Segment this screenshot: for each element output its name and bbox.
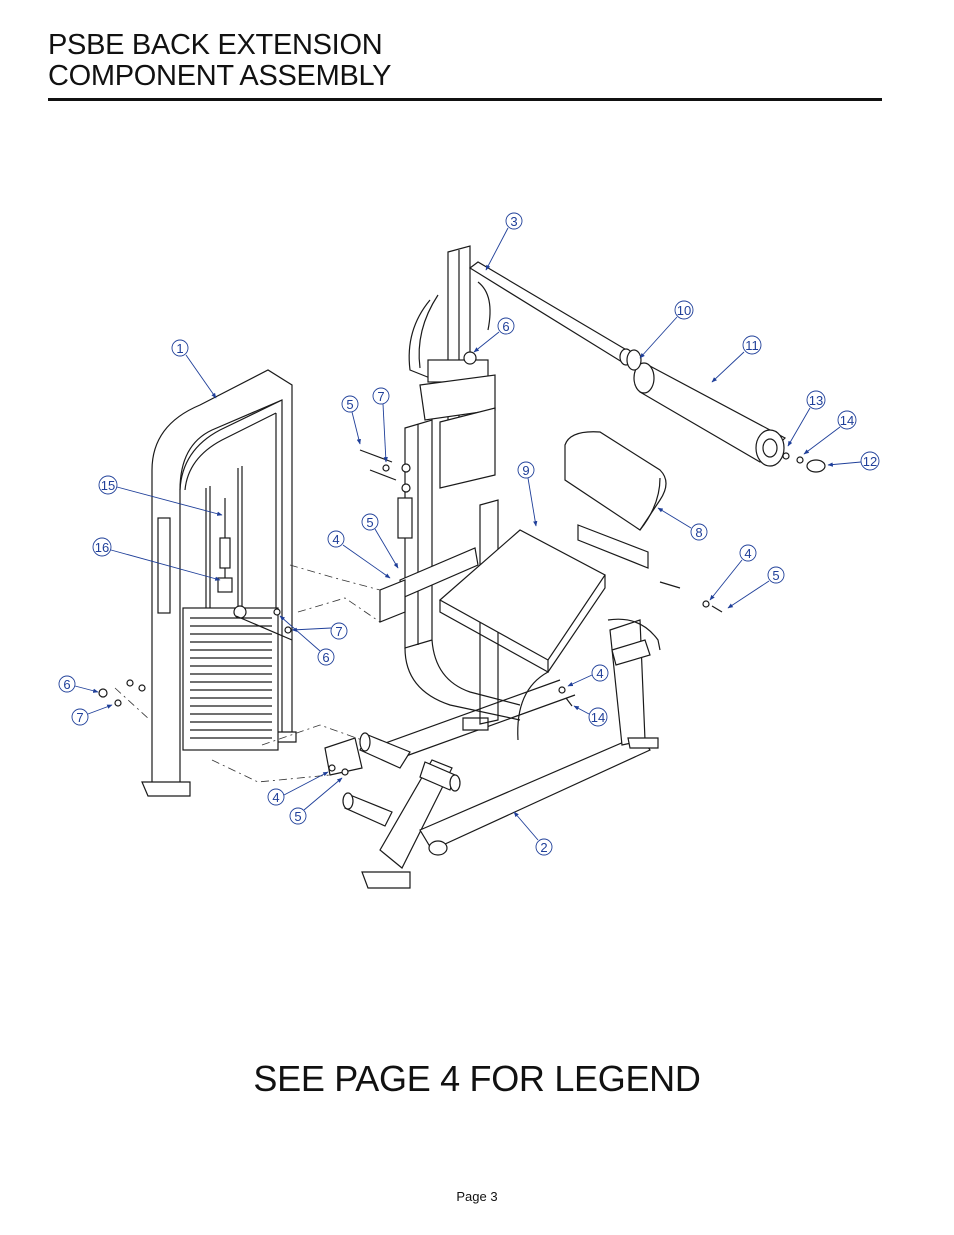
- callout-4c: 4: [567, 664, 609, 687]
- foot-rollers: [324, 732, 461, 827]
- callout-7c: 7: [71, 704, 113, 726]
- rear-bar: [611, 639, 651, 666]
- page-title: PSBE BACK EXTENSION COMPONENT ASSEMBLY: [48, 29, 392, 92]
- svg-text:15: 15: [101, 478, 115, 493]
- cover-plate: [439, 407, 496, 489]
- back-pad: [564, 431, 667, 569]
- callout-10: 10: [639, 300, 694, 359]
- svg-text:4: 4: [272, 790, 279, 805]
- svg-text:8: 8: [695, 525, 702, 540]
- callout-14b: 14: [573, 705, 608, 727]
- svg-text:14: 14: [840, 413, 854, 428]
- svg-text:12: 12: [863, 454, 877, 469]
- svg-text:5: 5: [346, 397, 353, 412]
- assembly-dash-lines: [114, 564, 381, 783]
- svg-text:3: 3: [510, 214, 517, 229]
- callout-15: 15: [98, 475, 223, 516]
- svg-text:14: 14: [591, 710, 605, 725]
- callout-2: 2: [513, 811, 553, 856]
- svg-text:5: 5: [294, 809, 301, 824]
- svg-text:13: 13: [809, 393, 823, 408]
- callout-5d: 5: [289, 777, 343, 825]
- callout-9: 9: [517, 461, 538, 527]
- svg-text:6: 6: [502, 319, 509, 334]
- callout-13: 13: [787, 390, 826, 447]
- callout-16: 16: [92, 537, 221, 581]
- legend-note: SEE PAGE 4 FOR LEGEND: [253, 1058, 701, 1099]
- callout-7a: 7: [372, 387, 390, 463]
- callout-5b: 5: [361, 513, 399, 569]
- callout-4a: 4: [327, 530, 391, 579]
- roller-pad: [626, 349, 826, 473]
- hardware: [98, 449, 723, 776]
- callout-6c: 6: [58, 675, 99, 693]
- callout-14a: 14: [803, 410, 857, 455]
- svg-text:7: 7: [76, 710, 83, 725]
- svg-text:7: 7: [377, 389, 384, 404]
- svg-text:4: 4: [596, 666, 603, 681]
- callout-12: 12: [827, 451, 880, 471]
- svg-text:2: 2: [540, 840, 547, 855]
- title-line-2: COMPONENT ASSEMBLY: [48, 60, 392, 92]
- svg-text:5: 5: [772, 568, 779, 583]
- page-number: Page 3: [456, 1189, 498, 1204]
- svg-text:11: 11: [745, 338, 759, 353]
- seat-pad: [438, 529, 661, 741]
- callout-6a: 6: [473, 317, 515, 353]
- callout-5c: 5: [727, 566, 785, 609]
- svg-text:6: 6: [63, 677, 70, 692]
- svg-text:6: 6: [322, 650, 329, 665]
- svg-text:9: 9: [522, 463, 529, 478]
- callout-6b: 6: [279, 615, 335, 666]
- callout-4d: 4: [267, 771, 329, 806]
- callout-5a: 5: [341, 395, 361, 445]
- svg-text:16: 16: [95, 540, 109, 555]
- title-line-1: PSBE BACK EXTENSION: [48, 29, 383, 61]
- svg-text:1: 1: [176, 341, 183, 356]
- svg-text:4: 4: [332, 532, 339, 547]
- callouts: 1 2 3 4 4 4 4: [58, 212, 880, 856]
- lever-arm: [408, 245, 633, 427]
- callout-7b: 7: [291, 622, 348, 640]
- callout-1: 1: [171, 339, 217, 399]
- svg-text:7: 7: [335, 624, 342, 639]
- weight-plates: [190, 617, 272, 739]
- title-rule: [48, 98, 882, 101]
- callout-4b: 4: [709, 544, 757, 601]
- svg-text:5: 5: [366, 515, 373, 530]
- svg-text:10: 10: [677, 303, 691, 318]
- svg-text:4: 4: [744, 546, 751, 561]
- callout-3: 3: [485, 212, 523, 271]
- callout-11: 11: [711, 335, 762, 383]
- callout-8: 8: [657, 507, 708, 541]
- weight-stack-tower: [141, 369, 297, 797]
